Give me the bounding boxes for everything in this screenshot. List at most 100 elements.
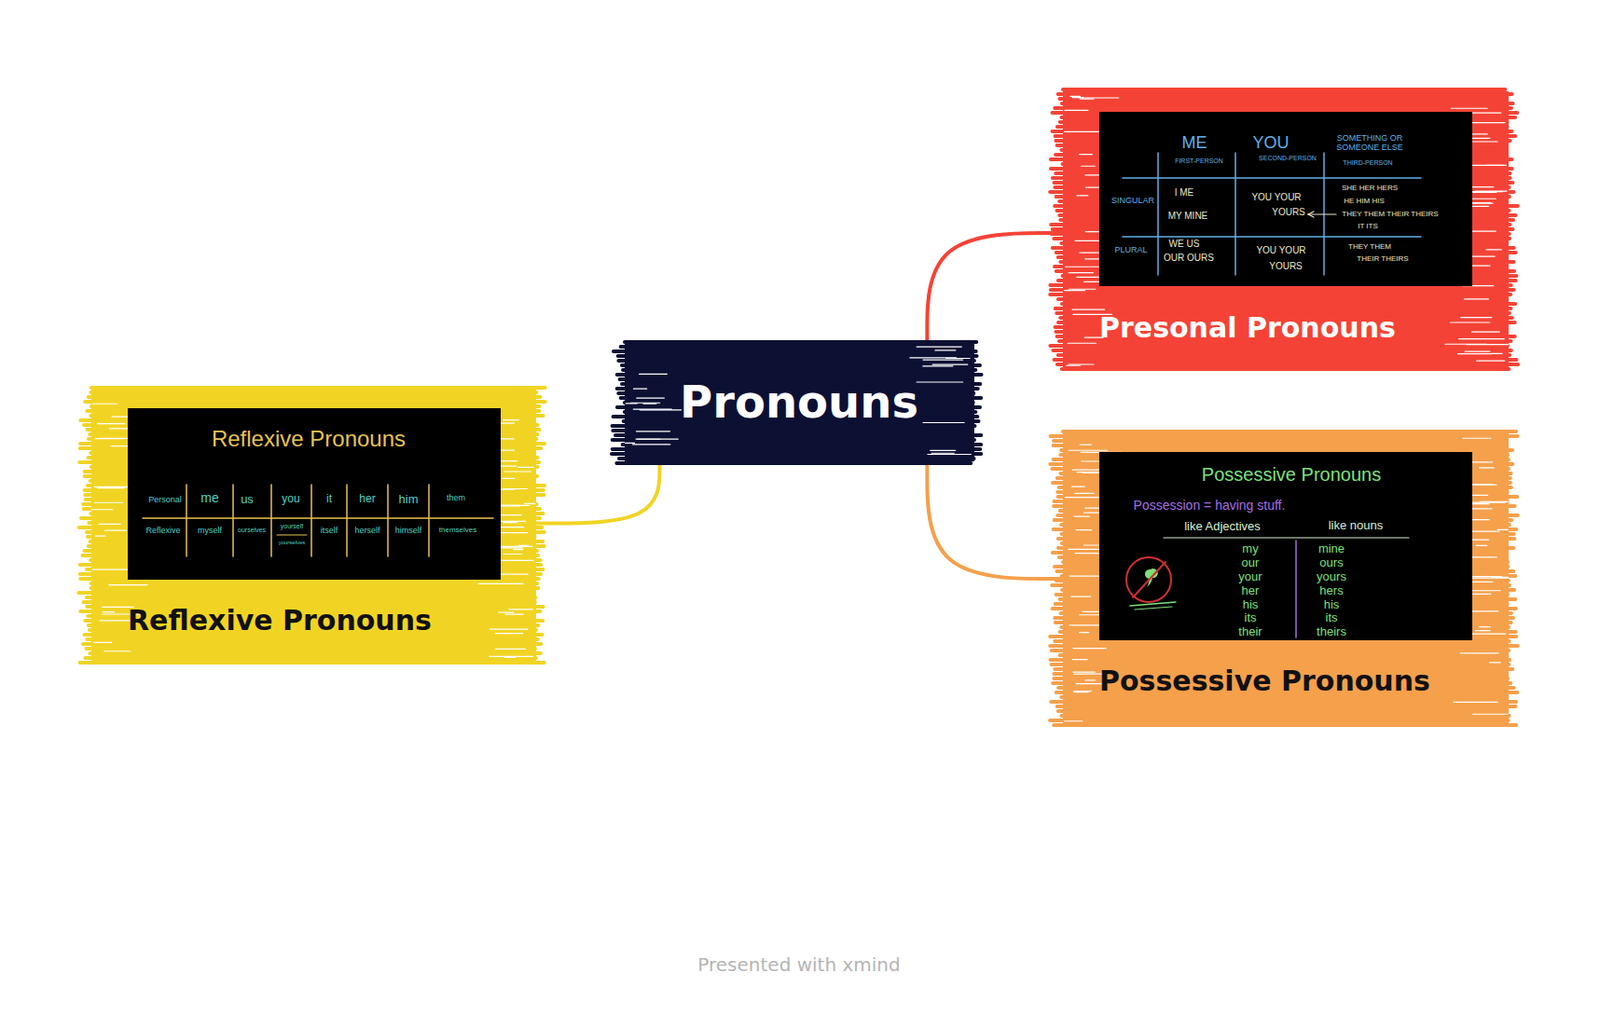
sketch-stroke <box>621 363 980 368</box>
sketch-stroke <box>1058 709 1507 714</box>
sketch-streak <box>495 633 523 635</box>
sketch-streak <box>1479 626 1491 628</box>
chalk-line <box>1157 152 1159 276</box>
chalk-text: mine <box>1318 542 1345 557</box>
sketch-streak <box>104 650 131 652</box>
chalk-text: PLURAL <box>1114 245 1147 255</box>
sketch-stroke <box>85 647 535 651</box>
sketch-streak <box>932 364 968 366</box>
chalk-text: YOURS <box>1271 206 1306 219</box>
branch-connector <box>926 233 1063 345</box>
sketch-streak <box>1064 110 1089 111</box>
sketch-streak <box>489 628 528 630</box>
sketch-streak <box>94 642 112 644</box>
sketch-stroke <box>1057 362 1518 367</box>
chalk-text: him <box>399 493 419 508</box>
sketch-streak <box>1470 461 1493 463</box>
sketch-stroke <box>91 386 546 390</box>
chalk-text: it <box>326 493 332 507</box>
chalk-text: WE US <box>1169 238 1200 250</box>
sketch-streak <box>1476 359 1505 361</box>
chalk-arrow <box>1308 213 1337 215</box>
chalk-text: her <box>358 493 375 507</box>
chalk-text: yours <box>1316 570 1347 585</box>
chalk-text: FIRST-PERSON <box>1174 157 1224 166</box>
chalk-line <box>1295 540 1297 638</box>
sketch-streak <box>1066 365 1081 367</box>
chalk-scribble <box>1130 602 1176 607</box>
chalk-text: like Adjectives <box>1184 520 1261 535</box>
sketch-streak <box>1068 363 1094 365</box>
sketch-streak <box>1466 344 1509 345</box>
sketch-streak <box>1079 97 1094 99</box>
sketch-stroke <box>1061 714 1509 718</box>
chalk-line <box>310 484 313 557</box>
sketch-streak <box>1076 194 1089 196</box>
chalk-text: her <box>1241 584 1260 599</box>
sketch-streak <box>504 657 515 659</box>
sketch-stroke <box>611 452 981 456</box>
sketch-streak <box>1489 662 1502 663</box>
chalk-text: me <box>200 490 219 506</box>
sketch-streak <box>503 419 520 421</box>
chalk-text: you <box>281 493 300 507</box>
chalk-text: us <box>240 493 254 508</box>
chalk-text: THEY THEM THEIR THEIRS <box>1341 209 1438 219</box>
sketch-streak <box>916 381 964 383</box>
chalk-text: myself <box>197 525 222 536</box>
sketch-streak <box>503 488 527 490</box>
chalk-text: themselves <box>439 525 477 535</box>
sketch-stroke <box>1051 648 1509 653</box>
sketch-streak <box>1468 112 1502 114</box>
sketch-stroke <box>624 340 977 345</box>
sketch-stroke <box>1049 658 1510 663</box>
sketch-streak <box>946 358 970 359</box>
sketch-streak <box>518 467 535 469</box>
topic-label: Reflexive Pronouns <box>127 605 432 638</box>
sketch-stroke <box>91 586 539 591</box>
sketch-stroke <box>80 661 545 665</box>
sketch-streak <box>935 349 956 351</box>
chalk-text: his <box>1242 598 1259 613</box>
topic-label: Possessive Pronouns <box>1099 665 1431 699</box>
sketch-stroke <box>612 438 975 442</box>
chalk-text: their <box>1238 625 1262 640</box>
sketch-streak <box>643 402 657 404</box>
chalk-text: IT ITS <box>1357 221 1379 231</box>
sketch-streak <box>1074 516 1090 518</box>
watermark: Presented with xmind <box>697 954 900 977</box>
sketch-streak <box>927 454 971 456</box>
sketch-stroke <box>1062 367 1510 372</box>
chalk-text: herself <box>354 525 380 536</box>
chalk-line <box>185 484 188 557</box>
chalk-text: yourselves <box>278 539 306 547</box>
sketch-stroke <box>1049 644 1518 649</box>
sketch-stroke <box>90 390 537 395</box>
chalk-line <box>386 484 389 557</box>
chalk-text: SINGULAR <box>1111 195 1155 206</box>
sketch-streak <box>1079 153 1093 155</box>
sketch-stroke <box>89 651 540 656</box>
sketch-streak <box>1490 353 1503 355</box>
central-topic-label: Pronouns <box>679 376 919 428</box>
sketch-streak <box>1459 338 1505 340</box>
branch-connector <box>926 461 1063 580</box>
sketch-stroke <box>1059 96 1505 101</box>
chalk-text: Reflexive Pronouns <box>211 426 406 453</box>
chalk-text: THEIR THEIRS <box>1356 254 1408 263</box>
chalk-text: SOMETHING OR SOMEONE ELSE <box>1331 133 1408 153</box>
sketch-stroke <box>82 642 541 647</box>
sketch-stroke <box>612 447 981 452</box>
chalk-text: ours <box>1319 556 1343 571</box>
sketch-streak <box>498 611 514 613</box>
sketch-streak <box>502 478 515 480</box>
sketch-streak <box>1067 343 1096 345</box>
sketch-streak <box>923 365 953 367</box>
sketch-streak <box>635 430 670 432</box>
no-apostrophe-slash <box>1132 562 1166 598</box>
sketch-streak <box>1074 691 1089 693</box>
chalk-line <box>270 484 273 557</box>
chalk-line <box>276 535 307 537</box>
sketch-stroke <box>618 354 978 359</box>
chalk-text: theirs <box>1316 625 1347 640</box>
